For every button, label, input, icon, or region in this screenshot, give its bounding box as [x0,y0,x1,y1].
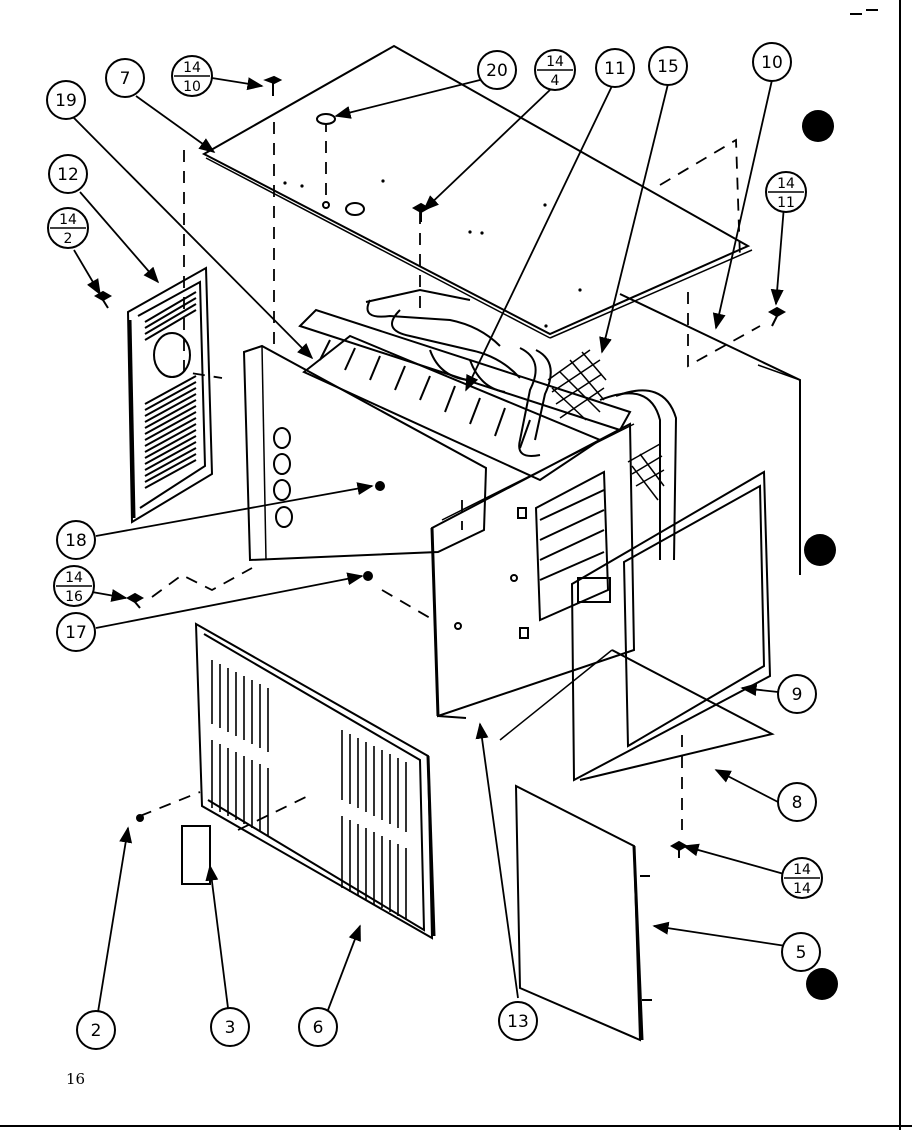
callout-15-label: 15 [657,57,679,77]
callout-5-label: 5 [796,943,807,963]
callout-9-label: 9 [792,685,803,705]
callout-14-14-top: 14 [793,862,811,878]
screw-part-2 [136,814,144,822]
top-cover-panel [201,44,753,339]
callout-2: 2 [76,1010,116,1050]
base-pan [499,649,775,781]
punch-hole [804,534,836,566]
callout-5: 5 [781,932,821,972]
callout-14-10-top: 14 [183,60,201,76]
callout-18-label: 18 [65,531,87,551]
callout-14-4-bottom: 4 [551,73,560,89]
callout-17: 17 [56,612,96,652]
callout-13-label: 13 [507,1012,529,1032]
callout-7: 7 [105,58,145,98]
callout-8: 8 [777,782,817,822]
front-grille-louvers [211,660,407,920]
punch-hole [802,110,834,142]
callout-2-label: 2 [91,1021,102,1041]
callout-14-2-top: 14 [59,212,77,228]
callout-14-14-bottom: 14 [793,881,811,897]
chassis-side-panel [242,344,488,562]
front-grille [194,622,436,940]
assembly-dashed-lines [139,120,761,831]
callout-15: 15 [648,46,688,86]
callout-14-10-bottom: 10 [183,79,201,95]
left-grille-panel [126,266,214,524]
callout-19-label: 19 [55,91,77,111]
callout-6: 6 [298,1007,338,1047]
front-bulkhead-panel [430,422,636,719]
page-number: 16 [66,1070,85,1088]
callout-14-4-top: 14 [546,54,564,70]
callout-12: 12 [48,154,88,194]
callout-11: 11 [595,48,635,88]
callout-7-label: 7 [120,69,131,89]
callout-14-2: 142 [47,207,89,249]
callout-20-label: 20 [486,61,508,81]
callout-10: 10 [752,42,792,82]
callout-17-label: 17 [65,623,87,643]
callout-14-2-bottom: 2 [64,231,73,247]
leader-lines [71,77,787,1013]
callout-10-label: 10 [761,53,783,73]
coil-assembly [298,288,678,561]
callout-8-label: 8 [792,793,803,813]
callout-12-label: 12 [57,165,79,185]
callout-14-16-bottom: 16 [65,589,83,605]
filter-frame [570,470,772,782]
callout-3-label: 3 [225,1018,236,1038]
top-cover-rivets [283,179,582,328]
callout-14-11-top: 14 [777,176,795,192]
callout-13: 13 [498,1001,538,1041]
callout-3: 3 [210,1007,250,1047]
scan-mark [850,9,878,15]
left-grille-louvers [144,291,197,489]
punch-hole [806,968,838,1000]
callout-11-label: 11 [604,59,626,79]
callout-18: 18 [56,520,96,560]
cabinet-side-panel [514,784,652,1042]
condenser-mesh [547,349,665,501]
label-plate [181,825,211,885]
callout-14-16-top: 14 [65,570,83,586]
callout-14-11-bottom: 11 [777,195,795,211]
fasteners [93,75,787,858]
callout-20: 20 [477,50,517,90]
right-side-panel [619,293,801,575]
callout-14-4: 144 [534,49,576,91]
callout-6-label: 6 [313,1018,324,1038]
callout-19: 19 [46,80,86,120]
callout-9: 9 [777,674,817,714]
